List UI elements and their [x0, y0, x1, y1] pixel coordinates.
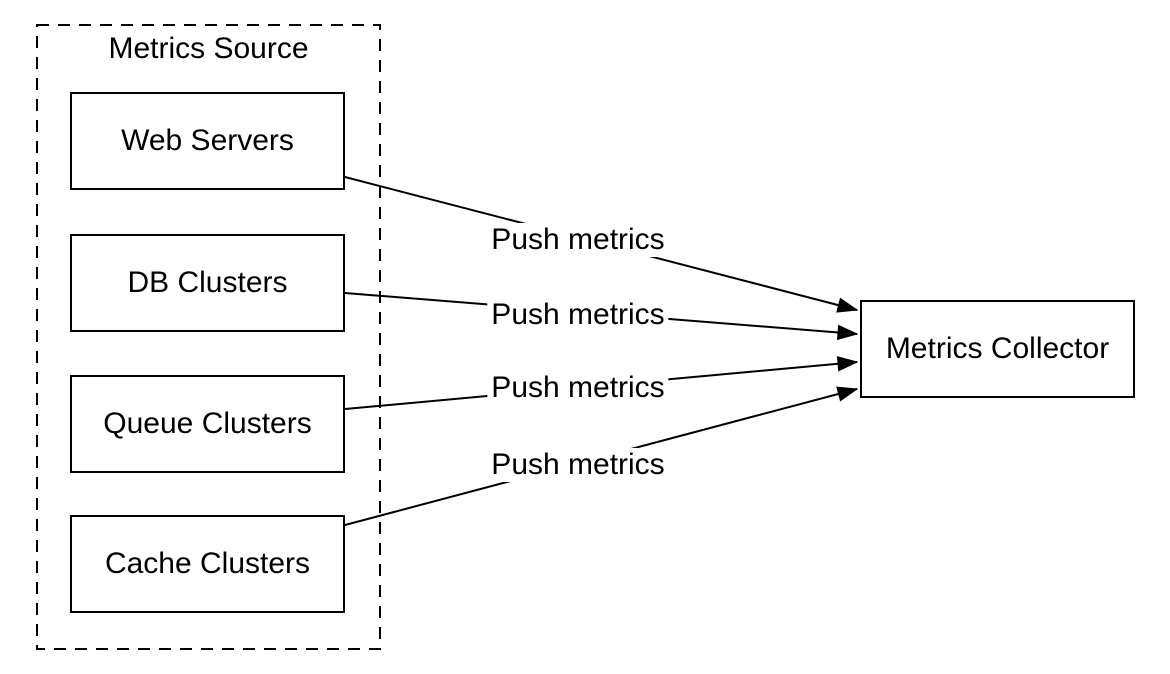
node-db-clusters: DB Clusters — [70, 234, 345, 332]
node-cache-clusters-label: Cache Clusters — [104, 547, 311, 580]
edge-label-push-metrics-3: Push metrics — [487, 371, 669, 405]
node-web-servers-label: Web Servers — [121, 124, 294, 157]
node-cache-clusters: Cache Clusters — [70, 515, 345, 613]
node-web-servers: Web Servers — [70, 92, 345, 190]
edge-label-push-metrics-4: Push metrics — [487, 448, 669, 482]
metrics-source-group-border — [36, 24, 381, 650]
node-db-clusters-label: DB Clusters — [127, 266, 288, 299]
edge-label-push-metrics-1: Push metrics — [487, 223, 669, 257]
edge-label-push-metrics-2: Push metrics — [487, 298, 669, 332]
node-queue-clusters-label: Queue Clusters — [103, 407, 312, 440]
metrics-source-group-label: Metrics Source — [108, 32, 309, 65]
node-queue-clusters: Queue Clusters — [70, 375, 345, 473]
node-metrics-collector-label: Metrics Collector — [885, 332, 1110, 365]
node-metrics-collector: Metrics Collector — [860, 300, 1135, 398]
